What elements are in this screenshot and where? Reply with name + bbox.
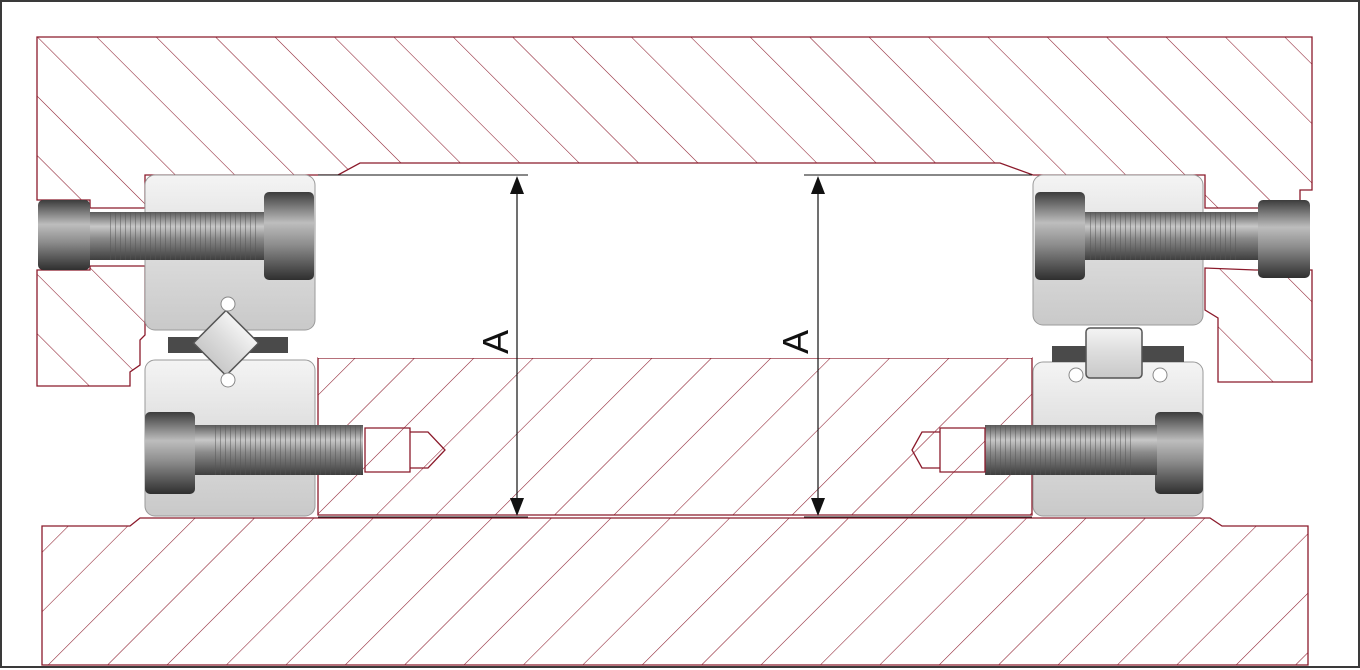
right-mount-screw-head <box>1155 412 1203 494</box>
left-mount-screw-thread <box>215 425 363 475</box>
right-crossed-roller <box>1085 327 1143 379</box>
left-tapped-hole <box>364 427 446 473</box>
left-rail-assembly <box>38 174 446 517</box>
upper-plate-left-lower <box>36 265 146 387</box>
upper-plate-right-lower <box>1204 267 1313 383</box>
lower-plate <box>41 517 1309 666</box>
left-dim-arrow-top <box>510 176 524 194</box>
left-mount-screw-head <box>145 412 195 494</box>
middle-plate <box>317 357 1033 516</box>
left-relief-hole-top <box>220 296 236 312</box>
left-adjust-screw-thread <box>110 212 260 260</box>
right-adjust-screw-nut <box>1258 200 1310 278</box>
left-dimension: A <box>318 174 528 518</box>
right-mount-screw-thread <box>985 425 1135 475</box>
right-dimension: A <box>775 174 1032 518</box>
right-rail-assembly <box>911 174 1310 517</box>
right-adjust-screw-head <box>1035 192 1085 280</box>
right-adjust-screw-thread <box>1090 212 1240 260</box>
right-tapped-hole <box>911 427 986 473</box>
left-crossed-roller <box>192 309 260 377</box>
right-dimension-label: A <box>775 330 816 354</box>
right-dim-arrow-bottom <box>811 498 825 516</box>
slide-gap <box>318 175 1032 358</box>
left-adjust-screw-nut <box>38 200 90 270</box>
left-dim-arrow-bottom <box>510 498 524 516</box>
left-dimension-label: A <box>475 330 516 354</box>
right-relief-hole-left <box>1068 367 1084 383</box>
right-dim-arrow-top <box>811 176 825 194</box>
left-relief-hole-bottom <box>220 372 236 388</box>
right-relief-hole-right <box>1152 367 1168 383</box>
left-adjust-screw-head <box>264 192 314 280</box>
